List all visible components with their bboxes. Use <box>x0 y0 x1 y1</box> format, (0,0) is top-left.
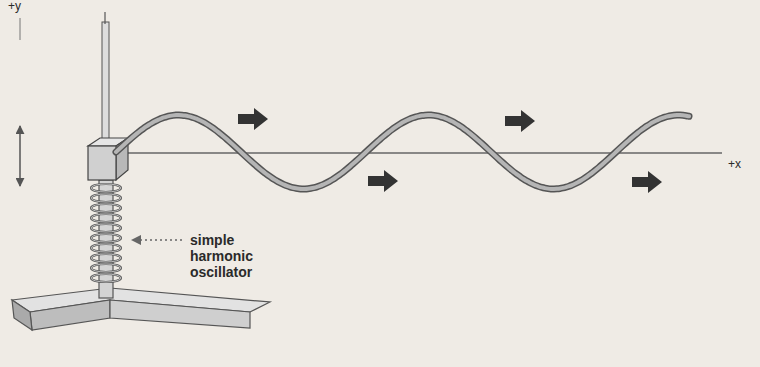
spring-coil <box>91 184 121 192</box>
spring-coil <box>91 194 121 202</box>
spring-coil <box>91 224 121 232</box>
spring-coil-highlight <box>91 194 121 202</box>
spring-coil-highlight <box>91 274 121 282</box>
spring <box>91 184 121 282</box>
part-label: simple harmonic oscillator <box>190 232 282 280</box>
spring-coil-highlight <box>91 234 121 242</box>
wave <box>116 115 689 189</box>
stand-pole <box>99 180 113 298</box>
spring-coil <box>91 234 121 242</box>
spring-coil-highlight <box>91 204 121 212</box>
stand-base <box>12 288 270 330</box>
spring-coil-highlight <box>91 184 121 192</box>
spring-coil-highlight <box>91 244 121 252</box>
axis-label: +y <box>8 0 21 14</box>
spring-coil <box>91 214 121 222</box>
spring-coil-highlight <box>91 264 121 272</box>
leader-line <box>132 239 182 241</box>
wave-outline <box>116 115 689 189</box>
wave-fill <box>116 115 689 189</box>
spring-coil-highlight <box>91 224 121 232</box>
axis-label: +x <box>728 158 741 172</box>
spring-coil <box>91 274 121 282</box>
y-axis <box>104 12 105 24</box>
motion-arrow <box>19 126 21 186</box>
y-axis-tick <box>20 18 21 40</box>
rod <box>102 22 109 148</box>
spring-coil <box>91 254 121 262</box>
spring-coil-highlight <box>91 254 121 262</box>
spring-coil-highlight <box>91 214 121 222</box>
spring-coil <box>91 264 121 272</box>
spring-coil <box>91 244 121 252</box>
direction-arrows <box>238 108 662 193</box>
spring-coil <box>91 204 121 212</box>
x-axis <box>118 152 722 153</box>
